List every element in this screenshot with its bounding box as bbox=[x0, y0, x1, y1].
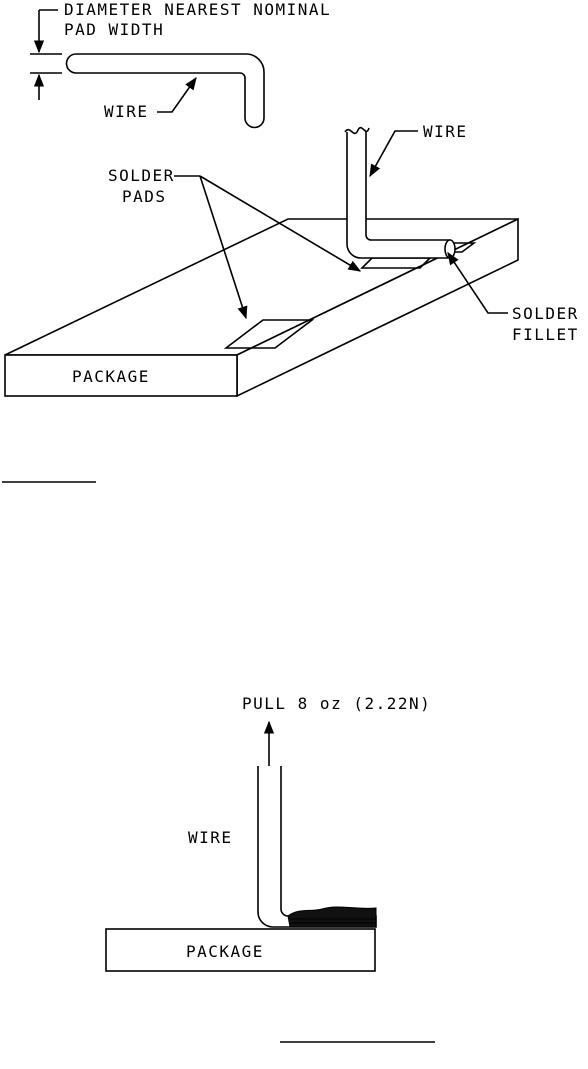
fig2-wire-outline bbox=[258, 766, 376, 927]
wire-diameter-detail: DIAMETER NEAREST NOMINAL PAD WIDTH WIRE bbox=[30, 0, 331, 128]
diameter-label-line1: DIAMETER NEAREST NOMINAL bbox=[64, 0, 331, 19]
pull-force-label: PULL 8 oz (2.22N) bbox=[242, 694, 431, 713]
fig2-package-label: PACKAGE bbox=[186, 942, 264, 961]
solder-fillet-label-line2: FILLET bbox=[512, 325, 579, 344]
wire-label-right: WIRE bbox=[423, 122, 468, 141]
fig2-solder-fillet bbox=[288, 907, 376, 927]
diameter-label-line2: PAD WIDTH bbox=[64, 20, 164, 39]
solder-pads-label-line1: SOLDER bbox=[108, 166, 175, 185]
detail-wire-leader bbox=[157, 78, 196, 112]
package-label-fig1: PACKAGE bbox=[72, 367, 150, 386]
figure-2-pull-test-view: PULL 8 oz (2.22N) PACKAGE WIRE bbox=[106, 694, 435, 1042]
fig2-wire-label: WIRE bbox=[188, 828, 233, 847]
detail-wire-label: WIRE bbox=[104, 102, 149, 121]
wire-right-leader bbox=[370, 131, 418, 176]
detail-wire-outline bbox=[67, 54, 265, 128]
solder-fillet-label-line1: SOLDER bbox=[512, 304, 579, 323]
figure-1-perspective-view: DIAMETER NEAREST NOMINAL PAD WIDTH WIRE … bbox=[2, 0, 579, 482]
solder-pads-label-line2: PADS bbox=[122, 187, 167, 206]
